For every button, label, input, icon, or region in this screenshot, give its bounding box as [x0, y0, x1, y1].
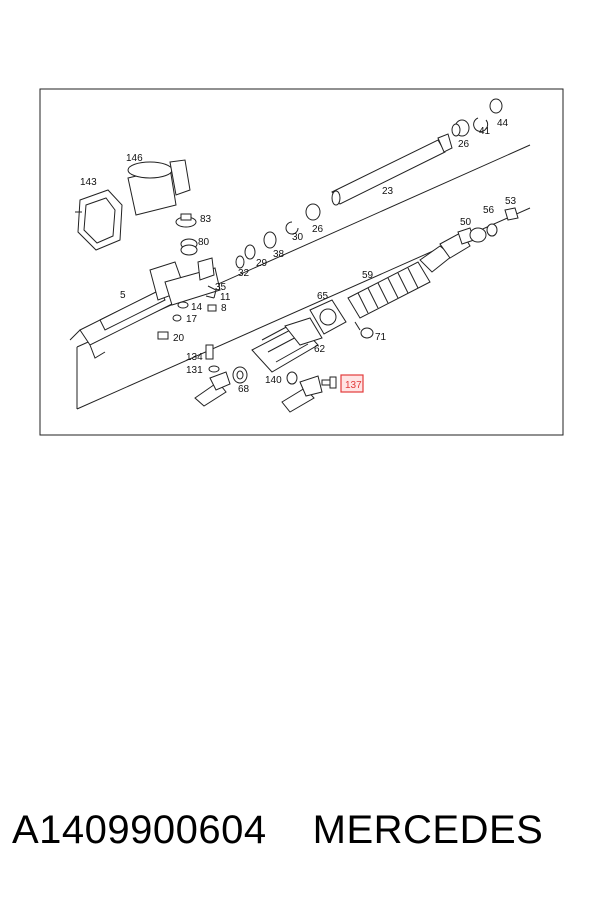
label-146: 146 — [126, 153, 143, 164]
label-11: 11 — [220, 292, 231, 303]
part-14-ring — [177, 301, 189, 309]
part-56-nut — [469, 223, 498, 243]
part-59-bellows — [347, 261, 431, 319]
part-71-nut — [354, 321, 374, 339]
label-20: 20 — [173, 333, 185, 344]
part-68-bearing — [232, 366, 248, 384]
part-35-bracket — [207, 285, 217, 299]
part-29-ring — [244, 244, 256, 260]
part-lower-joint — [194, 371, 231, 407]
part-universal-joint — [281, 375, 323, 413]
part-131-washer — [208, 365, 220, 373]
label-62: 62 — [314, 344, 326, 355]
label-32: 32 — [238, 268, 250, 279]
frame-border — [39, 88, 564, 436]
highlight-box-137[interactable] — [340, 374, 364, 393]
part-53-clip — [504, 207, 519, 221]
part-143-housing — [75, 189, 123, 251]
label-65: 65 — [317, 291, 329, 302]
part-137-bolt — [321, 376, 337, 389]
label-140: 140 — [265, 375, 282, 386]
label-5: 5 — [120, 290, 126, 301]
label-83: 83 — [200, 214, 212, 225]
label-134: 134 — [186, 352, 203, 363]
part-65-gasket — [309, 299, 347, 335]
part-38-washer — [263, 231, 277, 249]
part-83-washer — [175, 213, 197, 228]
part-5-column-lower — [69, 257, 221, 359]
part-62-boot — [251, 317, 323, 373]
brand-name: MERCEDES — [312, 807, 544, 852]
label-50: 50 — [460, 217, 472, 228]
label-71: 71 — [375, 332, 387, 343]
part-146-cylinder — [127, 159, 191, 216]
part-number: A1409900604 — [12, 807, 267, 852]
part-80-gear — [180, 238, 198, 256]
label-80: 80 — [198, 237, 210, 248]
label-143: 143 — [80, 177, 97, 188]
part-8-nut — [207, 304, 217, 312]
part-30-clip — [285, 221, 299, 235]
label-23: 23 — [382, 186, 394, 197]
label-131: 131 — [186, 365, 203, 376]
part-26-mid-bearing — [305, 203, 321, 221]
part-17-washer — [172, 314, 182, 322]
label-26-mid: 26 — [312, 224, 324, 235]
label-41: 41 — [479, 126, 491, 137]
part-44-cap — [489, 98, 503, 114]
caption: A1409900604 MERCEDES — [12, 800, 588, 860]
label-29: 29 — [256, 258, 268, 269]
label-8: 8 — [221, 303, 227, 314]
part-26-upper-bearing — [451, 119, 470, 137]
steering-column-diagram: 143 146 83 80 5 35 11 14 8 17 20 134 131… — [39, 88, 564, 436]
label-59: 59 — [362, 270, 374, 281]
label-56: 56 — [483, 205, 495, 216]
part-20-bolt — [157, 331, 169, 340]
diagram-frame: 143 146 83 80 5 35 11 14 8 17 20 134 131… — [39, 88, 564, 436]
label-53: 53 — [505, 196, 517, 207]
label-14: 14 — [191, 302, 203, 313]
label-26-upper: 26 — [458, 139, 470, 150]
part-140-ring — [286, 371, 298, 385]
label-38: 38 — [273, 249, 285, 260]
label-44: 44 — [497, 118, 509, 129]
part-32-spacer — [235, 255, 245, 269]
label-17: 17 — [186, 314, 198, 325]
label-30: 30 — [292, 232, 304, 243]
part-134-screw — [205, 344, 214, 360]
label-137[interactable]: 137 — [345, 380, 362, 391]
label-35: 35 — [215, 282, 227, 293]
label-68: 68 — [238, 384, 250, 395]
part-11-clip — [205, 295, 215, 299]
part-23-upper-shaft — [331, 133, 453, 206]
part-41-clip — [473, 117, 489, 132]
